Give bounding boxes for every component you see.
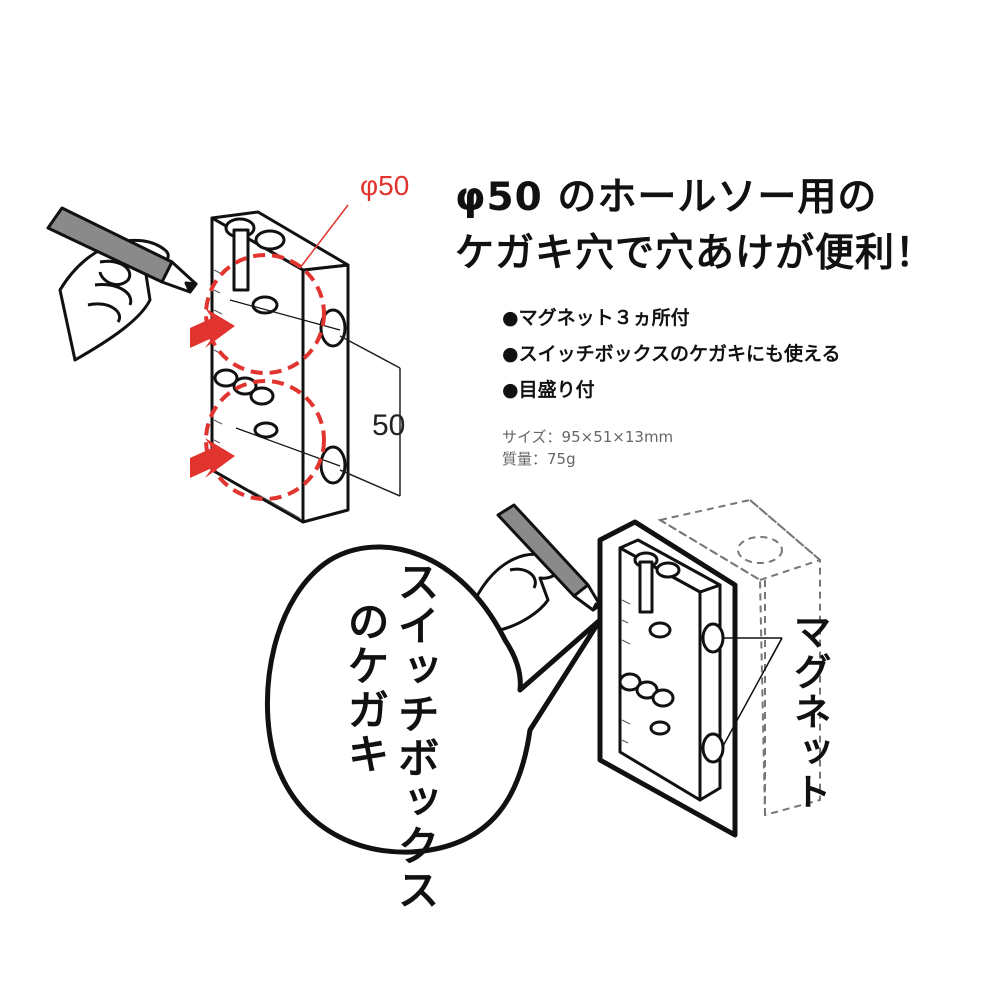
spacing-label: 50 — [372, 409, 406, 442]
headline-line-2: ケガキ穴で穴あけが便利！ — [455, 231, 936, 276]
bubble-text-col-1: スイッチボックス — [391, 560, 440, 912]
feature-item: ●マグネット３ヵ所付 — [502, 307, 690, 329]
magnet-label: マグネット — [787, 612, 831, 812]
marking-guide-block-left — [210, 210, 350, 524]
headline: φ50 のホールソー用の ケガキ穴で穴あけが便利！ — [455, 170, 935, 282]
switch-box-outline — [657, 498, 821, 817]
marking-guide-block-right — [618, 538, 725, 802]
spec-list: サイズ：95×51×13mm 質量：75g — [502, 426, 673, 470]
hole-circle-upper — [204, 253, 326, 375]
headline-line-1: φ50 のホールソー用の — [455, 175, 878, 220]
hand-with-pencil-right — [473, 503, 602, 632]
red-arrow-lower — [190, 438, 235, 478]
feature-list: ●マグネット３ヵ所付 ●スイッチボックスのケガキにも使える ●目盛り付 — [502, 300, 840, 408]
feature-item: ●目盛り付 — [502, 379, 595, 401]
diameter-leader-line — [299, 204, 349, 269]
speech-bubble — [264, 544, 603, 855]
diameter-label: φ50 — [360, 170, 410, 201]
hole-circle-lower — [204, 379, 326, 501]
magnet-leader-lines — [721, 637, 783, 749]
hand-with-pencil-left — [46, 206, 198, 362]
spacing-dimension — [339, 335, 401, 497]
spec-weight: 質量：75g — [502, 450, 576, 468]
feature-item: ●スイッチボックスのケガキにも使える — [502, 343, 841, 365]
spec-size: サイズ：95×51×13mm — [502, 428, 674, 446]
bubble-text-col-2: のケガキ — [341, 600, 390, 776]
red-arrow-upper — [190, 308, 235, 348]
